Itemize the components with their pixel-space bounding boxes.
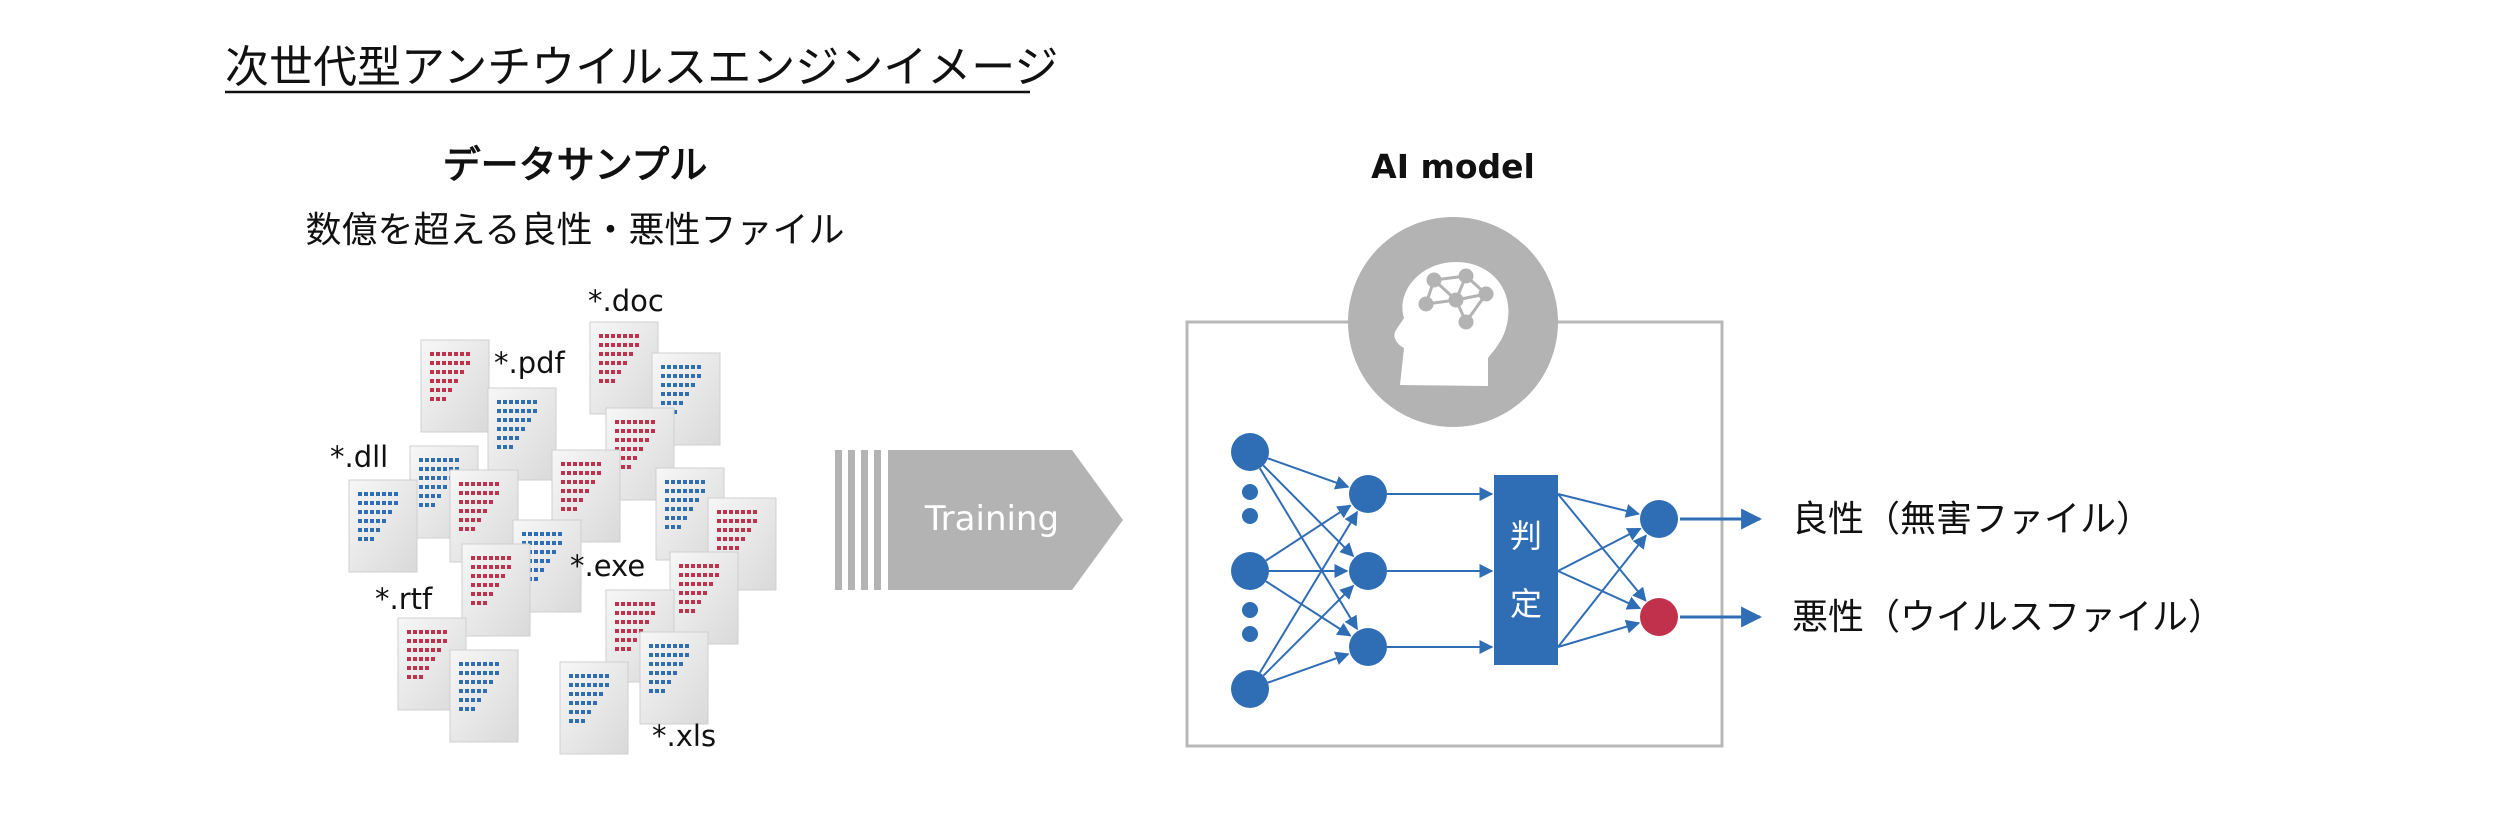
hidden-node-3	[1349, 628, 1387, 666]
network-connections	[1258, 457, 1647, 684]
network-edge	[1265, 580, 1352, 637]
file-document-icon	[639, 631, 709, 725]
input-node-1	[1231, 433, 1269, 471]
file-label-xls: *.xls	[652, 719, 716, 753]
malicious-output-label: 悪性（ウイルスファイル）	[1792, 597, 2224, 638]
page-title: 次世代型アンチウイルスエンジンイメージ	[225, 42, 1058, 93]
network-edge	[1557, 534, 1647, 648]
ellipsis-dot	[1242, 484, 1258, 500]
training-label: Training	[924, 499, 1059, 539]
hidden-node-2	[1349, 552, 1387, 590]
file-document-icon	[559, 661, 629, 755]
input-node-2	[1231, 552, 1269, 590]
network-edge	[1557, 570, 1642, 610]
file-document-icon	[669, 551, 739, 645]
network-edge	[1258, 467, 1358, 631]
network-edge	[1557, 619, 1641, 648]
file-label-pdf: *.pdf	[494, 346, 566, 380]
network-edge	[1267, 457, 1350, 490]
file-document-icon	[420, 339, 490, 433]
output-node-benign	[1640, 500, 1678, 538]
brain-head-icon	[1348, 217, 1558, 427]
network-edge	[1265, 504, 1352, 562]
judge-label-char-1: 判	[1510, 517, 1542, 555]
network-edge	[1262, 584, 1355, 677]
ellipsis-dot	[1242, 602, 1258, 618]
training-arrow: Training	[835, 450, 1123, 590]
network-edge	[1267, 651, 1350, 684]
ellipsis-dot	[1242, 626, 1258, 642]
file-label-doc: *.doc	[588, 284, 664, 318]
network-edge	[1262, 464, 1355, 558]
sample-heading: データサンプル	[443, 143, 708, 187]
ellipsis-dot	[1242, 508, 1258, 524]
file-label-exe: *.exe	[570, 549, 645, 583]
file-document-icon	[449, 649, 519, 743]
file-label-rtf: *.rtf	[375, 582, 433, 616]
network-edge	[1557, 493, 1640, 518]
judge-label-char-2: 定	[1510, 585, 1542, 623]
file-document-pile	[348, 321, 777, 755]
input-node-3	[1231, 670, 1269, 708]
model-heading: AI model	[1371, 147, 1535, 186]
benign-output-label: 良性（無害ファイル）	[1792, 499, 2152, 540]
judge-block	[1494, 475, 1558, 665]
file-document-icon	[487, 387, 557, 481]
network-nodes	[1231, 433, 1678, 708]
file-document-icon	[461, 543, 531, 637]
file-label-dll: *.dll	[330, 440, 388, 474]
hidden-node-1	[1349, 475, 1387, 513]
network-edge	[1557, 527, 1642, 572]
file-document-icon	[589, 321, 659, 415]
file-document-icon	[348, 479, 418, 573]
network-edge	[1258, 510, 1358, 674]
sample-subheading: 数億を超える良性・悪性ファイル	[306, 210, 845, 251]
output-node-malicious	[1640, 598, 1678, 636]
